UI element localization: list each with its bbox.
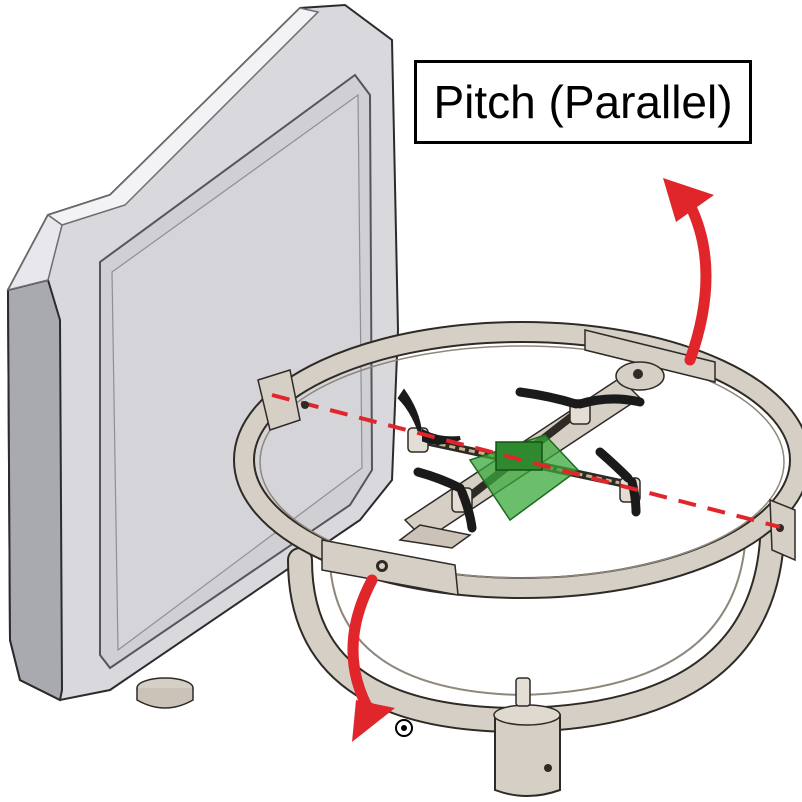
ring-outer-fill [235, 323, 802, 597]
post-pin [515, 677, 531, 707]
curved-arrow-icon [663, 178, 714, 222]
rotation-arrow-bottom-shaft [347, 574, 378, 718]
curved-arrow-icon [352, 700, 395, 742]
ring-bracket-left [257, 369, 301, 431]
rotation-arrow-bottom [347, 574, 395, 742]
post-hole [544, 764, 552, 772]
support-post-cap [493, 704, 561, 726]
ring-inner-edge [259, 345, 785, 579]
front-pivot-hole-inner [379, 563, 385, 569]
panel-face-inner [111, 93, 363, 652]
diagram-label: Pitch (Parallel) [414, 60, 752, 144]
dot-in-circle-icon [395, 719, 413, 737]
rotation-arrow-top [663, 178, 714, 366]
ring-bracket-front [321, 539, 459, 596]
left-pivot-hole [301, 401, 309, 409]
gimbal-ring [233, 321, 802, 599]
ring-bracket-back [584, 329, 716, 383]
pitch-axis-line [271, 393, 781, 529]
frame-hub-hole [633, 369, 643, 379]
drone-chip [495, 441, 543, 471]
propeller-front-left [413, 467, 477, 533]
drone-arm-1-hi [419, 438, 631, 487]
frame-arm-front [398, 524, 472, 549]
support-post [494, 714, 561, 797]
panel-stand-base [136, 688, 194, 709]
propeller-front-right [595, 447, 641, 517]
panel-chamfer-left [6, 213, 63, 292]
rotation-arrow-top-shaft [684, 199, 712, 366]
panel-side [6, 278, 64, 702]
propeller-back-right [515, 387, 645, 409]
